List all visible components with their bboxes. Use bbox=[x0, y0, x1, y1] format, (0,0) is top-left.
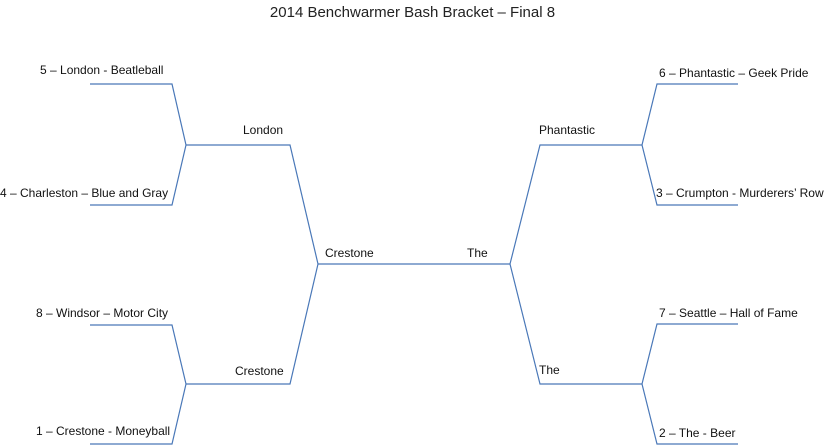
right-r2-connector bbox=[509, 144, 642, 385]
team-left-r1-2: 4 – Charleston – Blue and Gray bbox=[0, 186, 169, 200]
team-right-r1-1: 6 – Phantastic – Geek Pride bbox=[659, 66, 809, 80]
left-r2-connector bbox=[186, 144, 319, 385]
team-left-r2-2: Crestone bbox=[235, 364, 284, 378]
team-left-r1-4: 1 – Crestone - Moneyball bbox=[36, 424, 171, 438]
team-right-r2-1: Phantastic bbox=[539, 123, 596, 137]
team-right-r1-4: 2 – The - Beer bbox=[659, 426, 736, 440]
page-title: 2014 Benchwarmer Bash Bracket – Final 8 bbox=[269, 4, 556, 21]
team-left-r1-3: 8 – Windsor – Motor City bbox=[36, 306, 169, 320]
team-right-final: The bbox=[467, 246, 488, 260]
team-right-r2-2: The bbox=[539, 363, 560, 377]
team-right-r1-2: 3 – Crumpton - Murderers’ Row bbox=[656, 186, 824, 200]
team-left-r2-1: London bbox=[243, 123, 284, 137]
team-left-r1-1: 5 – London - Beatleball bbox=[40, 63, 164, 77]
team-right-r1-3: 7 – Seattle – Hall of Fame bbox=[659, 306, 798, 320]
team-left-final: Crestone bbox=[325, 246, 374, 260]
